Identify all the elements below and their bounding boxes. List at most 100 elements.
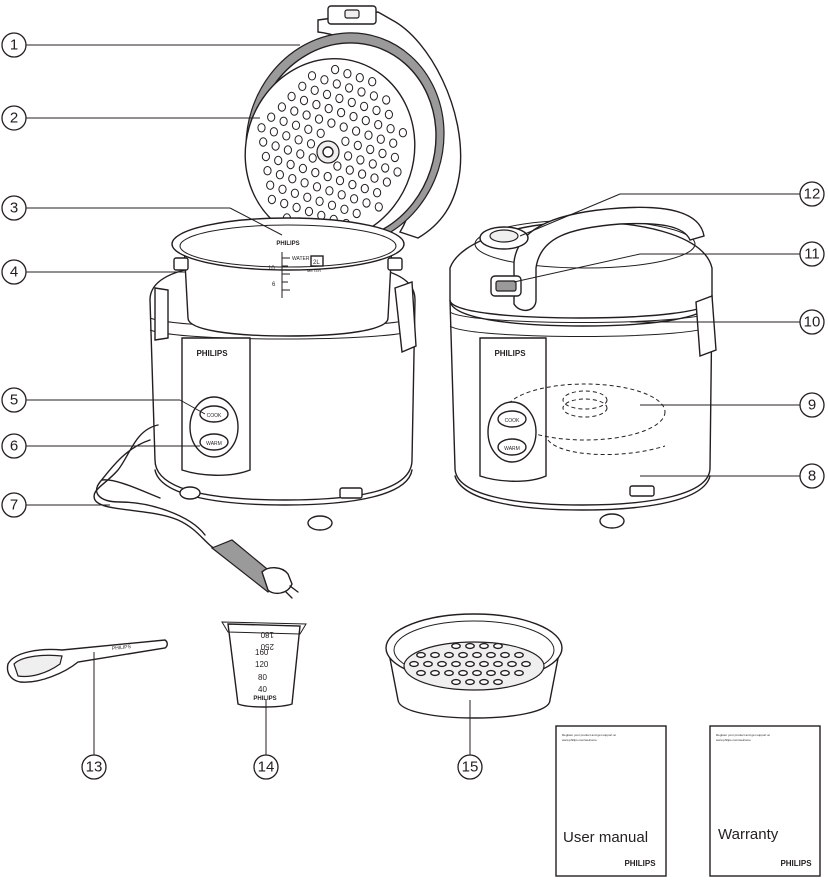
lid-hole bbox=[382, 177, 391, 187]
cook-button-left[interactable] bbox=[199, 405, 229, 423]
svg-text:11: 11 bbox=[804, 246, 820, 263]
lid-hole bbox=[291, 120, 301, 131]
lid-hole bbox=[333, 161, 342, 171]
lid-hole bbox=[382, 95, 391, 105]
basket-hole bbox=[416, 669, 426, 677]
warranty-title: Warranty bbox=[718, 826, 779, 843]
callout-5: 5 bbox=[1, 387, 27, 413]
lid-hole bbox=[287, 91, 296, 102]
callout-7: 7 bbox=[1, 492, 27, 518]
lid-hole bbox=[267, 194, 276, 205]
lid-hole bbox=[292, 202, 301, 213]
lid-hole bbox=[283, 145, 292, 155]
svg-text:5: 5 bbox=[10, 392, 18, 409]
svg-text:WARM: WARM bbox=[504, 446, 520, 452]
inner-lid-holes bbox=[257, 64, 407, 235]
lid-hole bbox=[358, 169, 367, 179]
cup-top-mark-1: 180 bbox=[260, 630, 274, 639]
lid-hole bbox=[257, 123, 266, 133]
steamer-basket bbox=[385, 613, 563, 719]
lid-hole bbox=[263, 166, 272, 176]
svg-text:6: 6 bbox=[10, 438, 18, 455]
pot-mark-10: 10 bbox=[268, 266, 275, 272]
lid-hole bbox=[341, 136, 350, 147]
cook-button-right[interactable] bbox=[497, 410, 527, 428]
basket-hole bbox=[451, 642, 461, 650]
lid-hole bbox=[274, 155, 283, 166]
basket-hole bbox=[486, 669, 496, 677]
warm-button-left[interactable] bbox=[199, 433, 229, 451]
cooker-brand-right: PHILIPS bbox=[494, 349, 526, 358]
basket-hole bbox=[444, 651, 454, 659]
svg-text:3: 3 bbox=[10, 200, 18, 217]
basket-hole bbox=[493, 642, 503, 650]
lid-hole bbox=[327, 118, 336, 128]
measuring-cup: 180 250 160 120 80 40 PHILIPS bbox=[221, 621, 307, 708]
warm-button-right[interactable] bbox=[497, 438, 527, 456]
callout-6: 6 bbox=[1, 433, 27, 459]
svg-text:10: 10 bbox=[804, 314, 821, 331]
svg-text:WARM: WARM bbox=[206, 441, 222, 447]
lid-hole bbox=[373, 188, 382, 198]
basket-hole bbox=[430, 651, 440, 659]
lid-hole bbox=[277, 102, 286, 112]
lid-hole bbox=[282, 131, 291, 141]
basket-hole bbox=[465, 660, 475, 668]
lid-hole bbox=[361, 115, 370, 126]
lid-hole bbox=[304, 124, 313, 135]
lid-hole bbox=[290, 188, 299, 199]
lid-hole bbox=[368, 159, 377, 169]
lid-hole bbox=[360, 101, 369, 112]
lid-hole bbox=[376, 134, 385, 144]
basket-hole bbox=[493, 660, 503, 668]
manual-url: www.philips.com/welcome bbox=[562, 738, 597, 742]
callout-4: 4 bbox=[1, 259, 27, 285]
svg-text:13: 13 bbox=[86, 759, 103, 776]
callout-10: 10 bbox=[799, 309, 825, 335]
lid-hole bbox=[298, 163, 307, 174]
cup-mark-160: 160 bbox=[255, 648, 269, 657]
callout-14: 14 bbox=[253, 754, 279, 780]
svg-text:8: 8 bbox=[808, 468, 816, 485]
warranty-booklet: Register your product and get support at… bbox=[709, 725, 821, 877]
lid-hole bbox=[368, 77, 377, 87]
basket-hole bbox=[493, 678, 503, 686]
carry-handle bbox=[513, 206, 705, 311]
inner-pot-brand: PHILIPS bbox=[276, 241, 299, 247]
lid-hole bbox=[381, 163, 390, 173]
lid-hole bbox=[386, 124, 395, 134]
basket-hole bbox=[416, 651, 426, 659]
lid-hole bbox=[366, 144, 375, 155]
lid-hole bbox=[315, 196, 324, 207]
lid-hole bbox=[278, 184, 287, 195]
lid-hole bbox=[302, 110, 311, 120]
manual-header: Register your product and get support at bbox=[562, 733, 616, 737]
cup-mark-80: 80 bbox=[258, 673, 267, 682]
lid-hole bbox=[308, 153, 317, 163]
basket-hole bbox=[409, 660, 419, 668]
lid-hole bbox=[266, 180, 275, 190]
callout-11: 11 bbox=[799, 241, 825, 267]
user-manual-booklet: Register your product and get support at… bbox=[555, 725, 667, 877]
lid-hole bbox=[384, 109, 393, 120]
lid-hole bbox=[355, 73, 364, 83]
warranty-brand: PHILIPS bbox=[780, 859, 812, 868]
svg-text:COOK: COOK bbox=[505, 418, 520, 424]
lid-hole bbox=[288, 174, 297, 184]
lid-hole bbox=[357, 87, 366, 97]
svg-text:2: 2 bbox=[10, 110, 18, 127]
cup-top-mark-2: 250 bbox=[260, 642, 274, 651]
lid-hole bbox=[324, 103, 333, 114]
basket-hole bbox=[479, 660, 489, 668]
basket-hole bbox=[465, 678, 475, 686]
lid-hole bbox=[390, 152, 399, 163]
lid-hole bbox=[271, 141, 280, 151]
basket-hole bbox=[500, 651, 510, 659]
callout-12: 12 bbox=[799, 181, 825, 207]
lid-hole bbox=[347, 97, 356, 108]
open-rice-cooker: PHILIPS PHILIPS WATER 10 6 2L METER COOK bbox=[93, 5, 462, 599]
lid-hole bbox=[350, 194, 359, 204]
lid-hole bbox=[312, 182, 322, 192]
basket-hole bbox=[507, 660, 517, 668]
callout-8: 8 bbox=[799, 463, 825, 489]
